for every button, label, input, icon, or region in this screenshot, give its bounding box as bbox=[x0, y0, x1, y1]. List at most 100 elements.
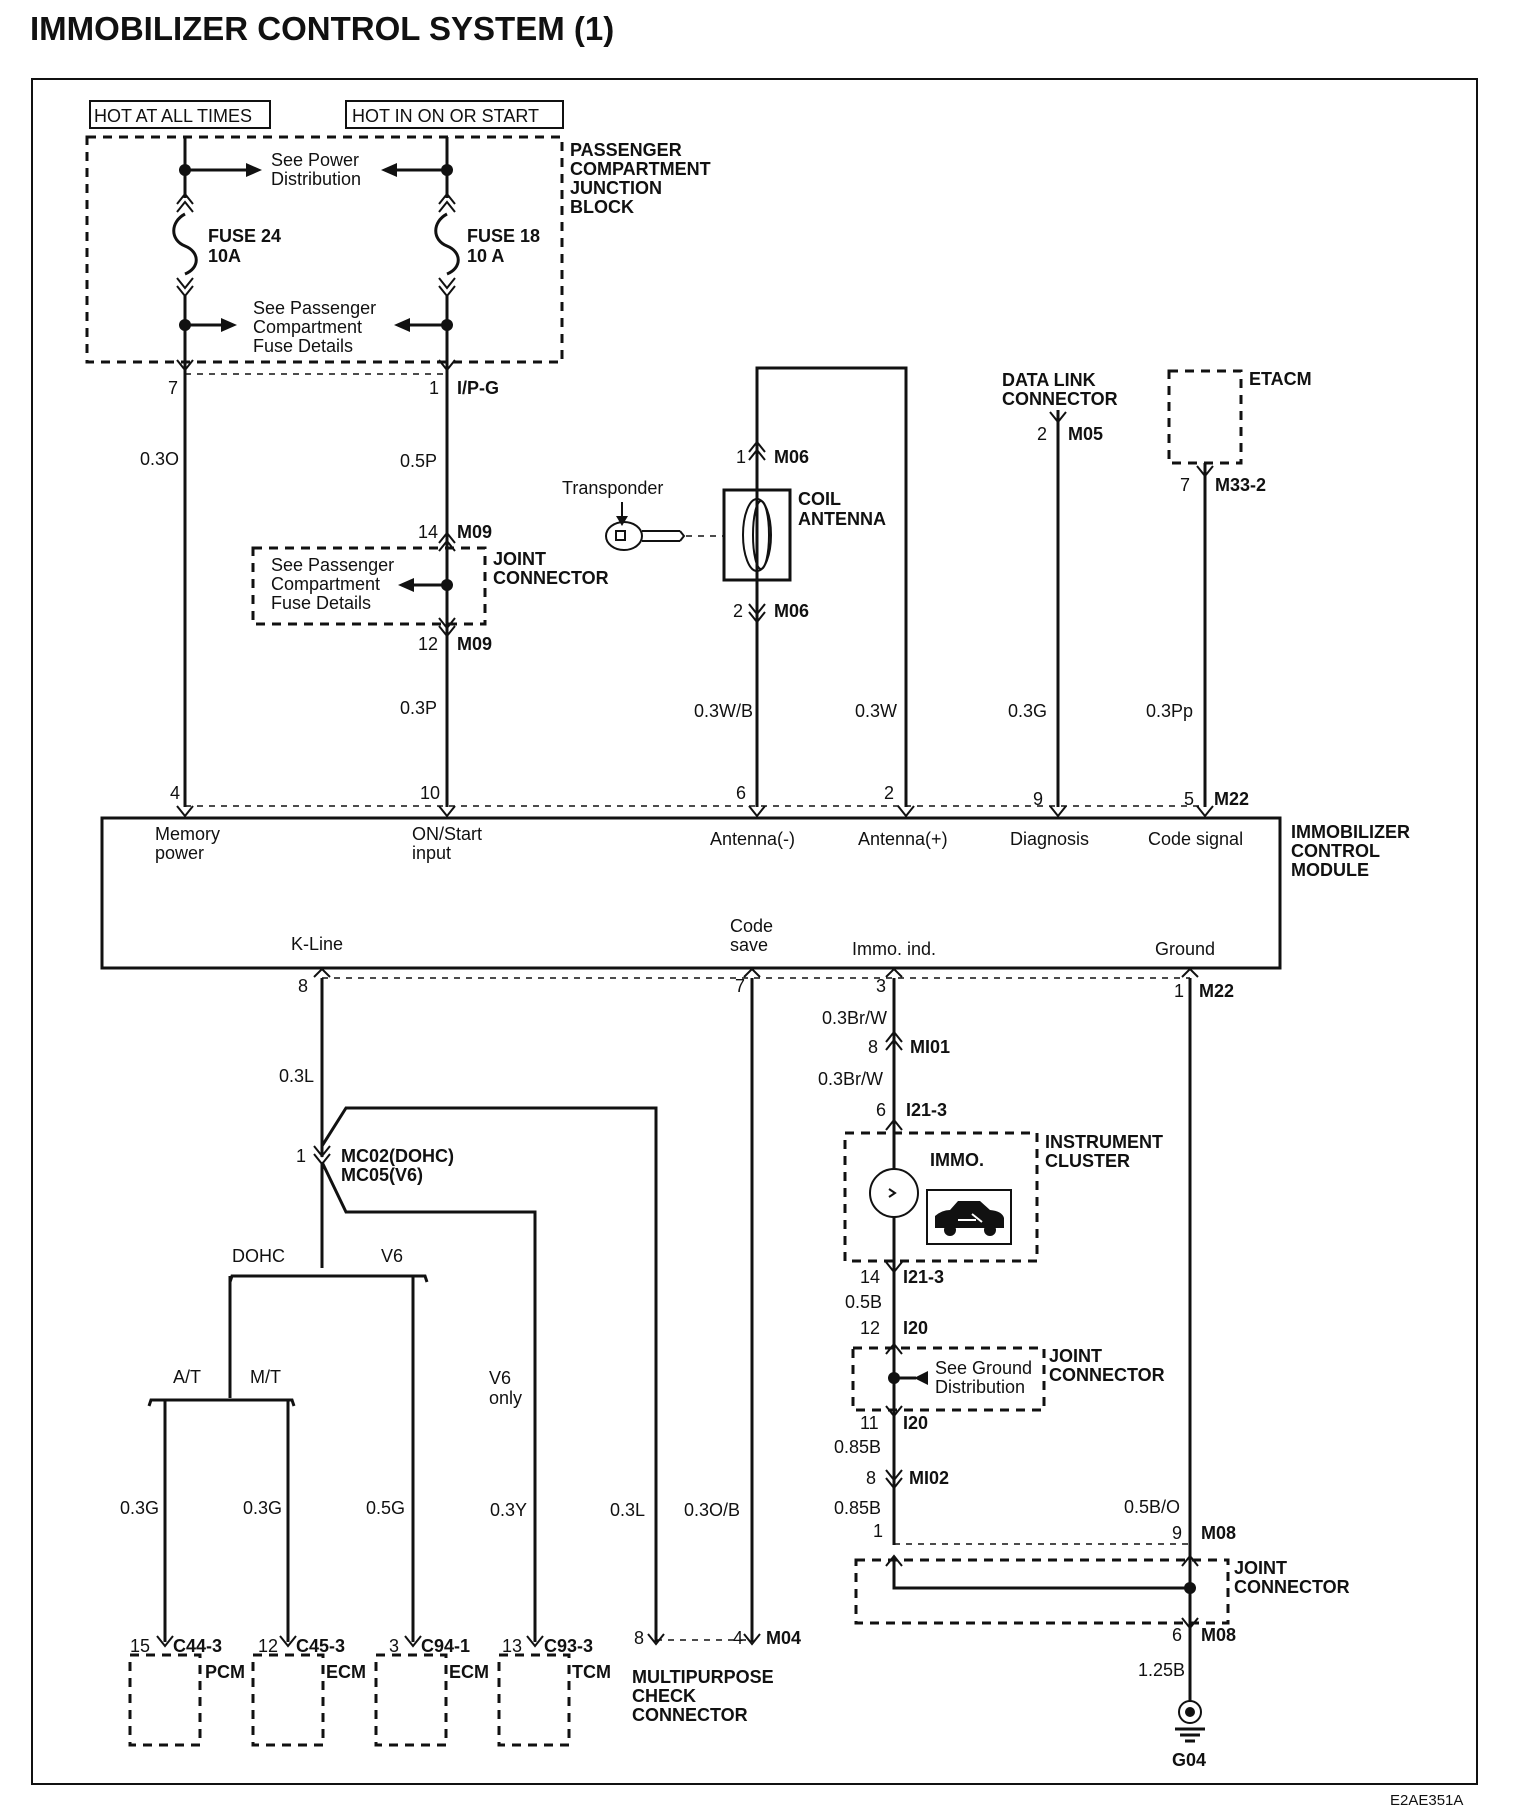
svg-text:8: 8 bbox=[866, 1468, 876, 1488]
svg-text:1: 1 bbox=[1174, 981, 1184, 1001]
svg-text:PCM: PCM bbox=[205, 1662, 245, 1682]
svg-text:Compartment: Compartment bbox=[253, 317, 362, 337]
hot-at-all-times-label: HOT AT ALL TIMES bbox=[89, 100, 271, 129]
svg-text:M22: M22 bbox=[1214, 789, 1249, 809]
svg-text:See Passenger: See Passenger bbox=[253, 298, 376, 318]
svg-text:14: 14 bbox=[418, 522, 438, 542]
svg-text:Distribution: Distribution bbox=[935, 1377, 1025, 1397]
svg-text:Immo. ind.: Immo. ind. bbox=[852, 939, 936, 959]
svg-text:BLOCK: BLOCK bbox=[570, 197, 634, 217]
svg-text:MC05(V6): MC05(V6) bbox=[341, 1165, 423, 1185]
svg-text:6: 6 bbox=[736, 783, 746, 803]
svg-text:C93-3: C93-3 bbox=[544, 1636, 593, 1656]
svg-text:13: 13 bbox=[502, 1636, 522, 1656]
svg-text:0.5B: 0.5B bbox=[845, 1292, 882, 1312]
svg-text:I21-3: I21-3 bbox=[903, 1267, 944, 1287]
svg-text:MC02(DOHC): MC02(DOHC) bbox=[341, 1146, 454, 1166]
svg-text:K-Line: K-Line bbox=[291, 934, 343, 954]
svg-text:M06: M06 bbox=[774, 447, 809, 467]
svg-text:2: 2 bbox=[733, 601, 743, 621]
svg-text:C94-1: C94-1 bbox=[421, 1636, 470, 1656]
svg-text:Compartment: Compartment bbox=[271, 574, 380, 594]
ecu-ecm-c94: 3 C94-1 ECM bbox=[374, 1635, 489, 1747]
svg-text:TCM: TCM bbox=[572, 1662, 611, 1682]
svg-text:CONNECTOR: CONNECTOR bbox=[493, 568, 609, 588]
svg-text:1: 1 bbox=[873, 1521, 883, 1541]
arrow-right-icon bbox=[221, 318, 237, 332]
svg-text:Memory: Memory bbox=[155, 824, 220, 844]
k-line-harness: 0.3L 1 MC02(DOHC) MC05(V6) DOHC V6 A/T M… bbox=[120, 978, 658, 1642]
diagram-frame bbox=[31, 78, 1478, 1785]
svg-text:2: 2 bbox=[884, 783, 894, 803]
wire-color-label: 0.3G bbox=[1008, 701, 1047, 721]
svg-text:CONNECTOR: CONNECTOR bbox=[1002, 389, 1118, 409]
svg-text:10A: 10A bbox=[208, 246, 241, 266]
data-link-connector: DATA LINK CONNECTOR 2 M05 bbox=[1002, 370, 1118, 807]
svg-text:CONNECTOR: CONNECTOR bbox=[1234, 1577, 1350, 1597]
figure-code: E2AE351A bbox=[1390, 1792, 1463, 1809]
wire-color-label: 0.3P bbox=[400, 698, 437, 718]
wire-color-label: 0.3O bbox=[140, 449, 179, 469]
wire-color-label: 0.3Pp bbox=[1146, 701, 1193, 721]
svg-text:8: 8 bbox=[298, 976, 308, 996]
arrow-left-icon bbox=[394, 318, 410, 332]
svg-text:4: 4 bbox=[733, 1628, 743, 1648]
svg-text:Diagnosis: Diagnosis bbox=[1010, 829, 1089, 849]
svg-text:Fuse Details: Fuse Details bbox=[253, 336, 353, 356]
svg-text:8: 8 bbox=[634, 1628, 644, 1648]
pin-label: 7 bbox=[168, 378, 178, 398]
svg-text:15: 15 bbox=[130, 1636, 150, 1656]
connector-chevron-icon bbox=[176, 192, 194, 213]
arrow-right-icon bbox=[246, 163, 262, 177]
svg-text:DOHC: DOHC bbox=[232, 1246, 285, 1266]
fuse-24-icon bbox=[172, 212, 198, 276]
svg-text:ETACM: ETACM bbox=[1249, 369, 1312, 389]
svg-text:Antenna(-): Antenna(-) bbox=[710, 829, 795, 849]
ecu-pcm-c44: 15 C44-3 PCM bbox=[128, 1635, 245, 1747]
svg-text:M/T: M/T bbox=[250, 1367, 281, 1387]
svg-text:CONTROL: CONTROL bbox=[1291, 841, 1380, 861]
svg-text:11: 11 bbox=[860, 1413, 879, 1433]
svg-text:4: 4 bbox=[170, 783, 180, 803]
svg-text:power: power bbox=[155, 843, 204, 863]
immobilizer-control-module: 4 10 6 2 9 5 M22 Memory power ON/Start i… bbox=[100, 783, 1410, 1001]
svg-text:Ground: Ground bbox=[1155, 939, 1215, 959]
connector-chevron-icon bbox=[176, 277, 194, 298]
svg-text:0.3Br/W: 0.3Br/W bbox=[818, 1069, 883, 1089]
svg-text:M05: M05 bbox=[1068, 424, 1103, 444]
svg-text:MI02: MI02 bbox=[909, 1468, 949, 1488]
connector-chevron-icon bbox=[176, 359, 194, 372]
svg-text:0.85B: 0.85B bbox=[834, 1437, 881, 1457]
arrow-left-icon bbox=[381, 163, 397, 177]
svg-text:V6: V6 bbox=[381, 1246, 403, 1266]
arrow-left-icon bbox=[398, 578, 414, 592]
immo-indicator-path: 0.3Br/W 8 MI01 0.3Br/W 6 I21-3 INSTRUMEN… bbox=[818, 978, 1165, 1545]
svg-text:I20: I20 bbox=[903, 1413, 928, 1433]
svg-text:CONNECTOR: CONNECTOR bbox=[632, 1705, 748, 1725]
svg-text:M09: M09 bbox=[457, 522, 492, 542]
svg-text:9: 9 bbox=[1033, 789, 1043, 809]
ecu-ecm-c45: 12 C45-3 ECM bbox=[251, 1635, 366, 1747]
svg-text:12: 12 bbox=[258, 1636, 278, 1656]
svg-text:G04: G04 bbox=[1172, 1750, 1206, 1770]
svg-text:Code: Code bbox=[730, 916, 773, 936]
joint-connector-m09: See Passenger Compartment Fuse Details J… bbox=[251, 522, 609, 654]
svg-text:M08: M08 bbox=[1201, 1523, 1236, 1543]
svg-text:IMMOBILIZER: IMMOBILIZER bbox=[1291, 822, 1410, 842]
svg-text:CHECK: CHECK bbox=[632, 1686, 696, 1706]
svg-text:PASSENGER: PASSENGER bbox=[570, 140, 682, 160]
svg-text:M22: M22 bbox=[1199, 981, 1234, 1001]
svg-text:10 A: 10 A bbox=[467, 246, 504, 266]
svg-text:See Power: See Power bbox=[271, 150, 359, 170]
svg-text:M33-2: M33-2 bbox=[1215, 475, 1266, 495]
hot-in-on-or-start-label: HOT IN ON OR START bbox=[345, 100, 564, 129]
svg-text:0.3L: 0.3L bbox=[610, 1500, 645, 1520]
svg-text:14: 14 bbox=[860, 1267, 880, 1287]
svg-text:C44-3: C44-3 bbox=[173, 1636, 222, 1656]
svg-text:9: 9 bbox=[1172, 1523, 1182, 1543]
svg-text:MULTIPURPOSE: MULTIPURPOSE bbox=[632, 1667, 774, 1687]
svg-text:M09: M09 bbox=[457, 634, 492, 654]
etacm: ETACM 7 M33-2 bbox=[1167, 369, 1312, 807]
connector-label: I/P-G bbox=[457, 378, 499, 398]
svg-text:HOT IN ON OR START: HOT IN ON OR START bbox=[352, 106, 539, 126]
